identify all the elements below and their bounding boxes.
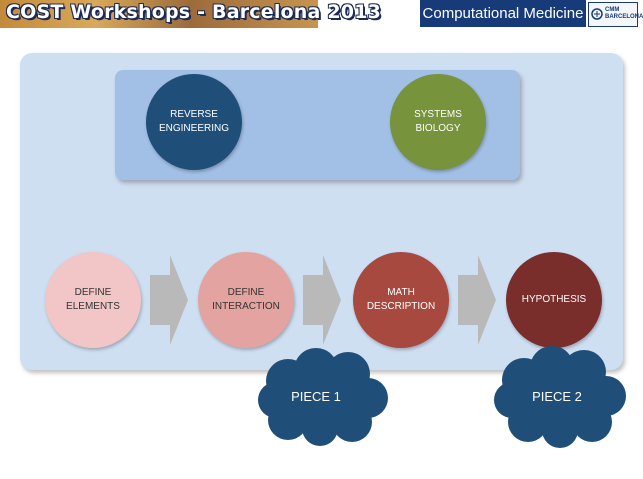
logo-text: CMM BARCELONA — [605, 7, 643, 20]
brand-title: Computational Medicine — [420, 0, 586, 27]
systems-biology-node: SYSTEMS BIOLOGY — [390, 74, 486, 170]
math-description-step: MATH DESCRIPTION — [353, 252, 449, 348]
reverse-engineering-node: REVERSE ENGINEERING — [146, 74, 242, 170]
define-elements-step: DEFINE ELEMENTS — [45, 252, 141, 348]
piece-1-cloud — [258, 348, 388, 446]
node-label: REVERSE ENGINEERING — [158, 109, 229, 134]
step-label: DEFINE ELEMENTS — [66, 287, 120, 312]
hypothesis-step: HYPOTHESIS — [506, 252, 602, 348]
step-label: HYPOTHESIS — [521, 294, 587, 305]
node-label: SYSTEMS BIOLOGY — [414, 109, 462, 134]
step-label: MATH DESCRIPTION — [366, 287, 436, 312]
piece-1-label: PIECE 1 — [291, 389, 341, 404]
right-arrow-icon — [303, 255, 341, 345]
right-arrow-icon — [150, 255, 188, 345]
define-interaction-step: DEFINE INTERACTION — [198, 252, 294, 348]
right-arrow-icon — [458, 255, 496, 345]
piece-2-cloud — [494, 346, 626, 448]
logo-icon — [591, 8, 603, 20]
workshop-banner: COST Workshops - Barcelona 2013 — [0, 0, 381, 28]
institution-logo: CMM BARCELONA — [588, 2, 643, 27]
workshop-title: COST Workshops - Barcelona 2013 — [6, 1, 382, 23]
brand-banner: Computational Medicine CMM BARCELONA — [420, 0, 643, 27]
step-label: DEFINE INTERACTION — [212, 287, 280, 312]
piece-2-label: PIECE 2 — [532, 389, 582, 404]
